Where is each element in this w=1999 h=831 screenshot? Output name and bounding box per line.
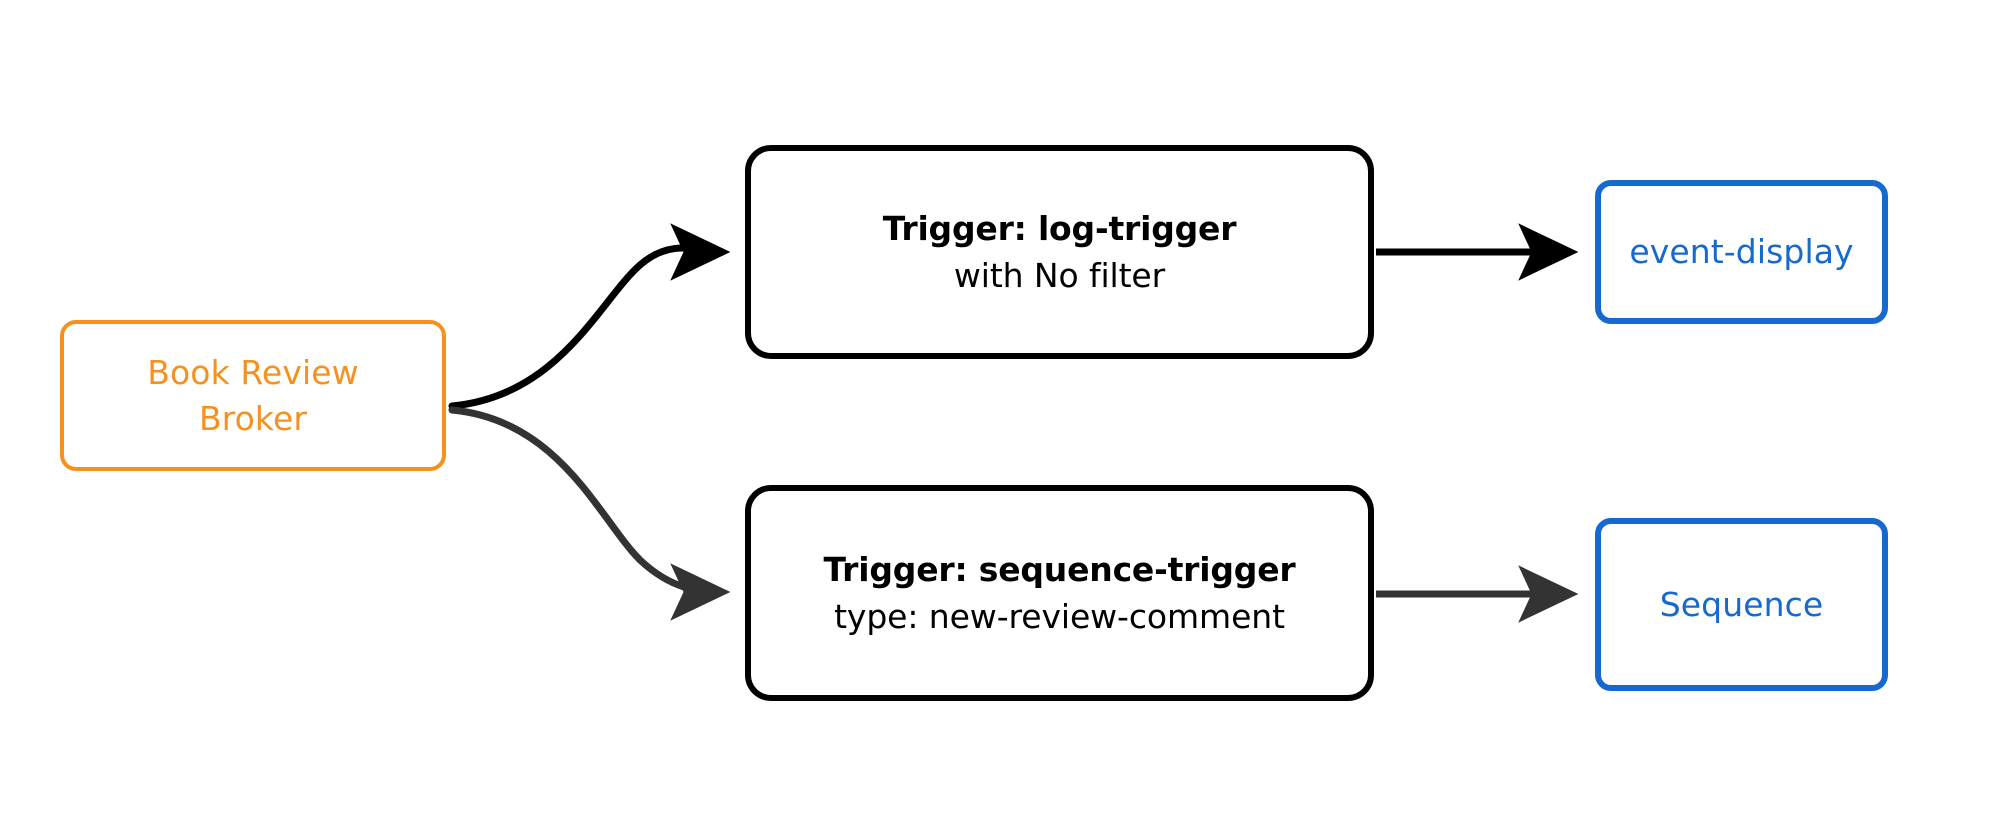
- edge-broker-to-sequence-trigger: [448, 406, 731, 621]
- node-book-review-broker[interactable]: Book Review Broker: [60, 320, 446, 471]
- node-sink-event-display[interactable]: event-display: [1595, 180, 1888, 324]
- edge-broker-to-log-trigger: [448, 223, 731, 410]
- node-sink-sequence[interactable]: Sequence: [1595, 518, 1888, 691]
- broker-label-line1: Book Review: [147, 352, 359, 392]
- sink-label: Sequence: [1659, 584, 1824, 624]
- trigger-subtitle: type: new-review-comment: [834, 597, 1285, 636]
- broker-label-line2: Broker: [198, 398, 308, 438]
- node-trigger-log-trigger[interactable]: Trigger: log-trigger with No filter: [745, 145, 1374, 359]
- sink-label: event-display: [1629, 232, 1854, 271]
- trigger-subtitle: with No filter: [953, 256, 1166, 295]
- trigger-title: Trigger: sequence-trigger: [823, 550, 1296, 589]
- trigger-title: Trigger: log-trigger: [882, 209, 1237, 248]
- node-trigger-sequence-trigger[interactable]: Trigger: sequence-trigger type: new-revi…: [745, 485, 1374, 701]
